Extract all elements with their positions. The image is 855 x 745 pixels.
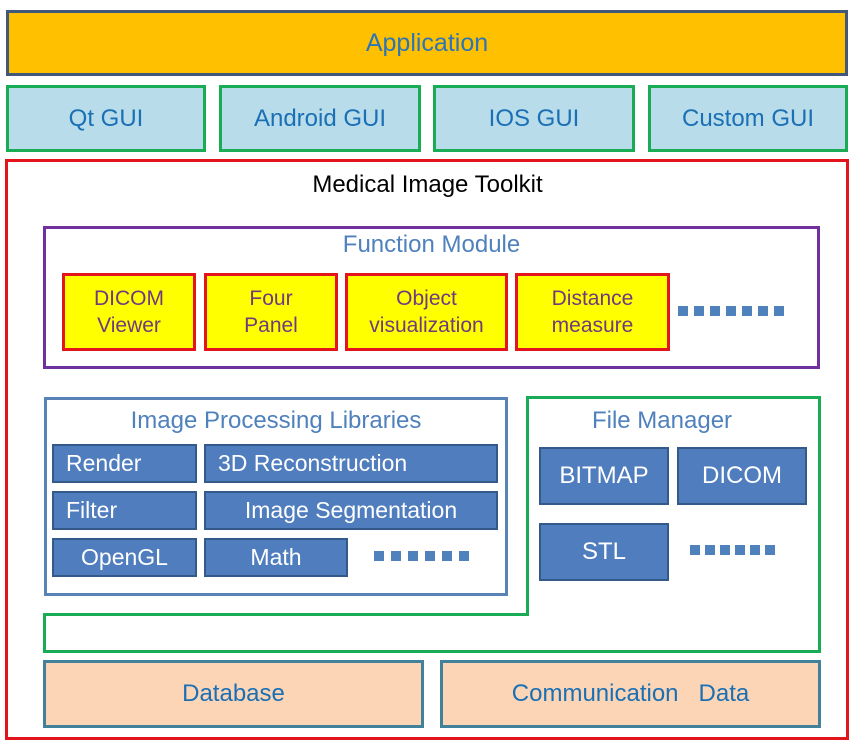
function-module-title: Function Module xyxy=(342,231,521,258)
library-math: Math xyxy=(204,538,348,577)
function-item-object-visualization: Object visualization xyxy=(345,273,508,351)
function-item-line2: Panel xyxy=(244,314,298,337)
function-item-line1: DICOM xyxy=(94,286,164,310)
library-render: Render xyxy=(52,444,197,483)
library-label: OpenGL xyxy=(81,544,168,570)
gui-android: Android GUI xyxy=(219,85,421,152)
gui-ios: IOS GUI xyxy=(433,85,635,152)
library-label: Filter xyxy=(66,497,118,523)
toolkit-container xyxy=(5,159,849,740)
file-manager-border-bottom xyxy=(43,650,821,653)
file-item-dicom: DICOM xyxy=(677,447,807,505)
image-processing-title: Image Processing Libraries xyxy=(130,407,422,434)
function-item-distance-measure: Distance measure xyxy=(515,273,670,351)
storage-communication-data: Communication Data xyxy=(440,660,821,728)
file-item-label: BITMAP xyxy=(559,462,649,489)
function-item-line1: Object xyxy=(396,286,457,310)
file-item-bitmap: BITMAP xyxy=(539,447,669,505)
library-more-ellipsis-icon xyxy=(374,551,469,561)
library-label: Image Segmentation xyxy=(244,497,458,523)
file-manager-border-outer-left xyxy=(43,613,46,653)
library-label: 3D Reconstruction xyxy=(218,450,408,476)
storage-database-label: Database xyxy=(182,680,285,707)
function-more-ellipsis-icon xyxy=(678,306,784,316)
gui-qt: Qt GUI xyxy=(6,85,206,152)
file-manager-border-top xyxy=(526,396,821,399)
file-more-ellipsis-icon xyxy=(690,545,775,555)
application-label: Application xyxy=(365,28,489,57)
storage-database: Database xyxy=(43,660,424,728)
gui-android-label: Android GUI xyxy=(253,104,387,132)
function-item-four-panel: Four Panel xyxy=(204,273,338,351)
library-3d-reconstruction: 3D Reconstruction xyxy=(204,444,498,483)
library-opengl: OpenGL xyxy=(52,538,197,577)
file-manager-border-step xyxy=(43,613,529,616)
gui-qt-label: Qt GUI xyxy=(68,104,144,132)
library-image-segmentation: Image Segmentation xyxy=(204,491,498,530)
file-manager-border-inner-left xyxy=(526,396,529,616)
function-item-line2: measure xyxy=(551,314,634,337)
application-layer: Application xyxy=(6,10,848,76)
gui-custom: Custom GUI xyxy=(648,85,848,152)
function-module xyxy=(43,226,820,369)
function-item-line1: Distance xyxy=(551,286,634,310)
library-label: Math xyxy=(250,544,302,570)
toolkit-title: Medical Image Toolkit xyxy=(312,171,543,198)
image-processing-libraries xyxy=(44,397,508,596)
function-item-line2: Viewer xyxy=(97,314,161,337)
function-item-line1: Four xyxy=(249,286,293,310)
function-item-dicom-viewer: DICOM Viewer xyxy=(62,273,196,351)
gui-custom-label: Custom GUI xyxy=(681,104,815,132)
file-item-label: DICOM xyxy=(702,462,782,489)
file-item-label: STL xyxy=(581,538,626,565)
library-label: Render xyxy=(66,450,142,476)
function-item-line2: visualization xyxy=(369,314,484,337)
file-manager-border-right xyxy=(818,396,821,653)
library-filter: Filter xyxy=(52,491,197,530)
file-item-stl: STL xyxy=(539,523,669,581)
gui-ios-label: IOS GUI xyxy=(488,104,580,132)
file-manager-title: File Manager xyxy=(591,407,733,434)
storage-communication-label: Communication Data xyxy=(511,680,750,707)
